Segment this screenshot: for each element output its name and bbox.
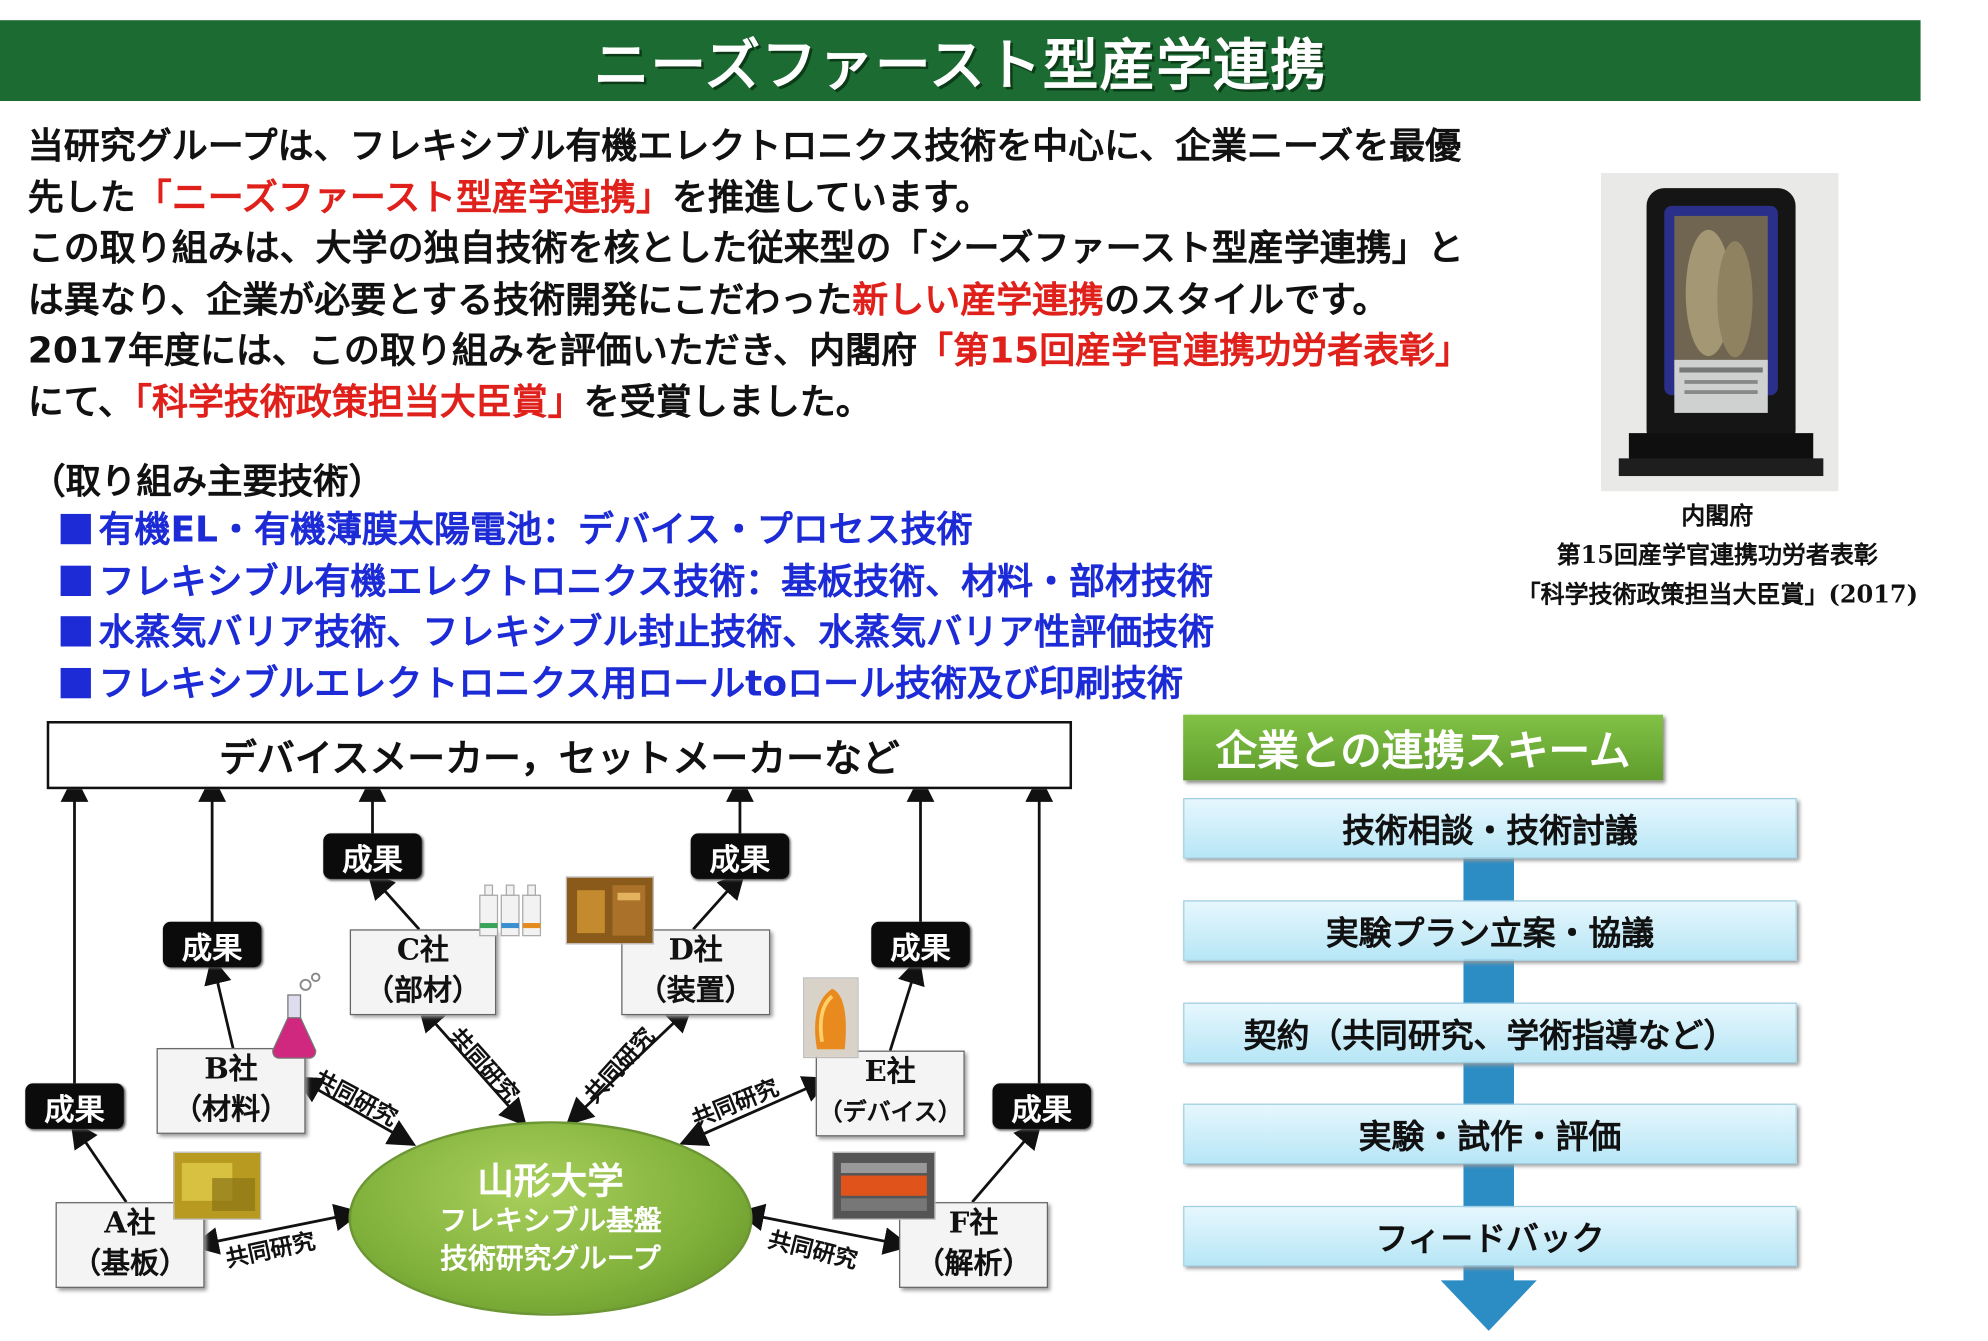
intro-text: は異なり、企業が必要とする技術開発にこだわった [27, 278, 853, 321]
company-e-role: （デバイス） [818, 1098, 962, 1127]
scheme-step-2: 実験プラン立案・協議 [1183, 900, 1797, 961]
tech-item: 水蒸気バリア技術、フレキシブル封止技術、水蒸気バリア性評価技術 [60, 607, 1215, 658]
diagram-arrows [60, 774, 1054, 1255]
tech-list: 有機EL・有機薄膜太陽電池：デバイス・プロセス技術 フレキシブル有機エレクトロニ… [60, 505, 1215, 710]
intro-text: を推進しています。 [671, 176, 992, 218]
award-caption: 内閣府 第15回産学官連携功労者表彰 「科学技術政策担当大臣賞」(2017) [1477, 498, 1957, 615]
equipment-photo [565, 876, 655, 945]
result-label-c: 成果 [323, 833, 422, 879]
result-label-e: 成果 [871, 921, 970, 968]
flask-icon [272, 972, 321, 1059]
result-label-b: 成果 [162, 921, 262, 968]
intro-line-2: 先した「ニーズファースト型産学連携」を推進しています。 [28, 172, 1606, 223]
intro-line-3: この取り組みは、大学の独自技術を核とした従来型の「シーズファースト型産学連携」と [27, 227, 1464, 269]
intro-text: 2017年度には、この取り組みを評価いただき、内閣府 [27, 329, 918, 372]
e-university-link-arrow [679, 1076, 831, 1147]
award-trophy-photo [1601, 172, 1839, 492]
scheme-step-5: フィードバック [1183, 1205, 1797, 1267]
company-e-name: E社 [864, 1054, 916, 1089]
tech-item: フレキシブル有機エレクトロニクス技術：基板技術、材料・部材技術 [60, 556, 1214, 607]
company-f-box: F社 （解析） [899, 1202, 1049, 1288]
award-caption-line-3: 「科学技術政策担当大臣賞」(2017) [1516, 580, 1918, 609]
intro-text: を受賞しました。 [583, 380, 872, 423]
award-caption-line-2: 第15回産学官連携功労者表彰 [1556, 541, 1878, 570]
company-f-name: F社 [948, 1205, 999, 1240]
company-c-name: C社 [396, 933, 450, 968]
trophy-image [1601, 172, 1839, 492]
bullet-square-icon [60, 565, 91, 596]
result-label-f: 成果 [992, 1083, 1091, 1129]
c-university-link-arrow [417, 1003, 527, 1127]
tech-heading: （取り組み主要技術） [30, 460, 384, 503]
company-b-role: （材料） [172, 1092, 290, 1127]
university-group-line-1: フレキシブル基盤 [439, 1205, 662, 1238]
bullet-square-icon [60, 513, 91, 545]
company-d-role: （装置） [637, 973, 754, 1008]
tech-item: 有機EL・有機薄膜太陽電池：デバイス・プロセス技術 [60, 505, 1214, 556]
intro-line-4: は異なり、企業が必要とする技術開発にこだわった新しい産学連携のスタイルです。 [28, 275, 1606, 326]
company-c-box: C社 （部材） [349, 929, 497, 1016]
yamagata-university-node: 山形大学 フレキシブル基盤 技術研究グループ [348, 1121, 753, 1316]
result-label-a: 成果 [25, 1083, 124, 1129]
intro-line-5: 2017年度には、この取り組みを評価いただき、内閣府「第15回産学官連携功労者表… [28, 326, 1606, 377]
emphasis-needs-first: 「ニーズファースト型産学連携」 [135, 176, 672, 218]
tech-item-label: 水蒸気バリア技術、フレキシブル封止技術、水蒸気バリア性評価技術 [98, 611, 1215, 653]
f-university-link-arrow [736, 1203, 912, 1255]
company-a-name: A社 [104, 1205, 156, 1240]
flexible-device-photo [803, 977, 859, 1059]
f-to-result-arrow [971, 1120, 1042, 1203]
company-d-name: D社 [668, 933, 723, 968]
company-b-box: B社 （材料） [156, 1048, 306, 1134]
scheme-title: 企業との連携スキーム [1183, 714, 1663, 781]
scheme-step-1: 技術相談・技術討議 [1183, 798, 1797, 859]
analysis-photo [832, 1151, 936, 1220]
result-label-d: 成果 [690, 833, 790, 879]
b-university-link-arrow [294, 1076, 417, 1146]
company-a-role: （基板） [71, 1246, 189, 1281]
a-university-link-arrow [190, 1203, 363, 1255]
tech-item-label: 有機EL・有機薄膜太陽電池：デバイス・プロセス技術 [98, 508, 973, 551]
bullet-square-icon [60, 667, 91, 698]
bullet-square-icon [60, 616, 91, 647]
intro-line-1: 当研究グループは、フレキシブル有機エレクトロニクス技術を中心に、企業ニーズを最優 [27, 125, 1462, 167]
company-e-box: E社 （デバイス） [815, 1050, 965, 1137]
emphasis-new-collaboration: 新しい産学連携 [852, 278, 1105, 321]
a-to-result-arrow [70, 1119, 128, 1203]
emphasis-award-event: 「第15回産学官連携功労者表彰」 [917, 329, 1472, 372]
university-name: 山形大学 [477, 1159, 624, 1203]
company-f-role: （解析） [915, 1246, 1032, 1281]
university-group-line-2: 技術研究グループ [440, 1243, 661, 1276]
d-to-result-arrow [692, 871, 746, 931]
intro-line-6: にて、「科学技術政策担当大臣賞」を受賞しました。 [28, 377, 1606, 428]
tech-item: フレキシブルエレクトロニクス用ロールtoロール技術及び印刷技術 [60, 658, 1214, 709]
bottles-icon [479, 884, 542, 937]
flow-arrow-down-icon [1440, 1280, 1537, 1331]
scheme-step-3: 契約（共同研究、学術指導など） [1183, 1002, 1797, 1064]
emphasis-award-name: 「科学技術政策担当大臣賞」 [133, 380, 584, 423]
award-caption-line-1: 内閣府 [1681, 502, 1754, 531]
title-banner: ニーズファースト型産学連携 [0, 20, 1921, 102]
substrate-photo [172, 1151, 262, 1220]
intro-text: にて、 [27, 380, 134, 423]
tech-item-label: フレキシブル有機エレクトロニクス技術：基板技術、材料・部材技術 [98, 560, 1214, 602]
tech-item-label: フレキシブルエレクトロニクス用ロールtoロール技術及び印刷技術 [98, 662, 1183, 704]
c-to-result-arrow [367, 871, 421, 931]
intro-paragraph: 当研究グループは、フレキシブル有機エレクトロニクス技術を中心に、企業ニーズを最優… [28, 121, 1606, 428]
intro-text: のスタイルです。 [1104, 278, 1389, 321]
page-title: ニーズファースト型産学連携 [593, 34, 1327, 99]
b-to-result-arrow [204, 956, 235, 1051]
company-d-box: D社 （装置） [621, 929, 771, 1016]
intro-text: 先した [27, 176, 136, 218]
e-to-result-arrow [888, 956, 925, 1051]
makers-box: デバイスメーカー，セットメーカーなど [46, 721, 1073, 790]
scheme-step-4: 実験・試作・評価 [1183, 1103, 1797, 1165]
company-c-role: （部材） [364, 973, 482, 1008]
d-university-link-arrow [565, 1004, 694, 1126]
company-b-name: B社 [204, 1051, 258, 1086]
